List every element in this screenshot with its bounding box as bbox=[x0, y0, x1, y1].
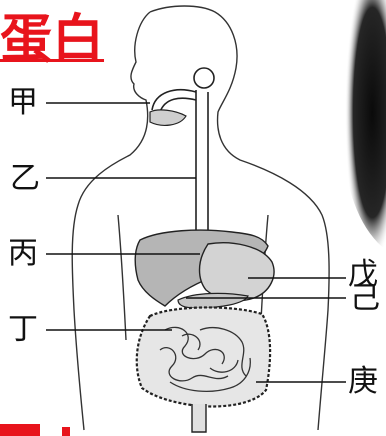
label-geng: 庚 bbox=[348, 365, 378, 399]
esophagus bbox=[152, 68, 214, 240]
label-ji: 己 bbox=[350, 282, 380, 316]
cropped-red-fragment bbox=[0, 424, 40, 436]
label-ding: 丁 bbox=[8, 313, 38, 347]
label-bing: 丙 bbox=[8, 237, 38, 271]
background-shadow bbox=[340, 0, 386, 250]
label-jia: 甲 bbox=[8, 86, 38, 120]
cropped-red-fragment-2 bbox=[62, 427, 70, 436]
rectum bbox=[192, 404, 206, 432]
pancreas bbox=[178, 293, 248, 308]
mouth bbox=[150, 110, 186, 125]
title-fragment: 蛋白 bbox=[0, 12, 104, 68]
label-yi: 乙 bbox=[10, 162, 40, 196]
